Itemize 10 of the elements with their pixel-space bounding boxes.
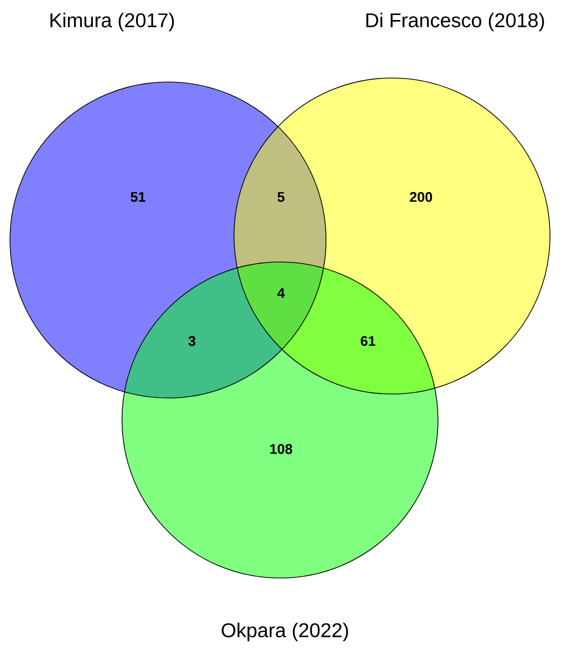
set-label: Kimura (2017) — [50, 12, 174, 32]
region-count: 61 — [360, 336, 376, 346]
set-label: Di Francesco (2018) — [366, 12, 544, 32]
region-count: 108 — [270, 444, 292, 454]
region-count: 51 — [130, 192, 146, 202]
region-count: 3 — [188, 336, 196, 346]
region-count: 200 — [410, 192, 432, 202]
region-count: 5 — [278, 192, 284, 202]
set-label: Okpara (2022) — [222, 622, 348, 642]
region-count: 4 — [277, 288, 285, 298]
